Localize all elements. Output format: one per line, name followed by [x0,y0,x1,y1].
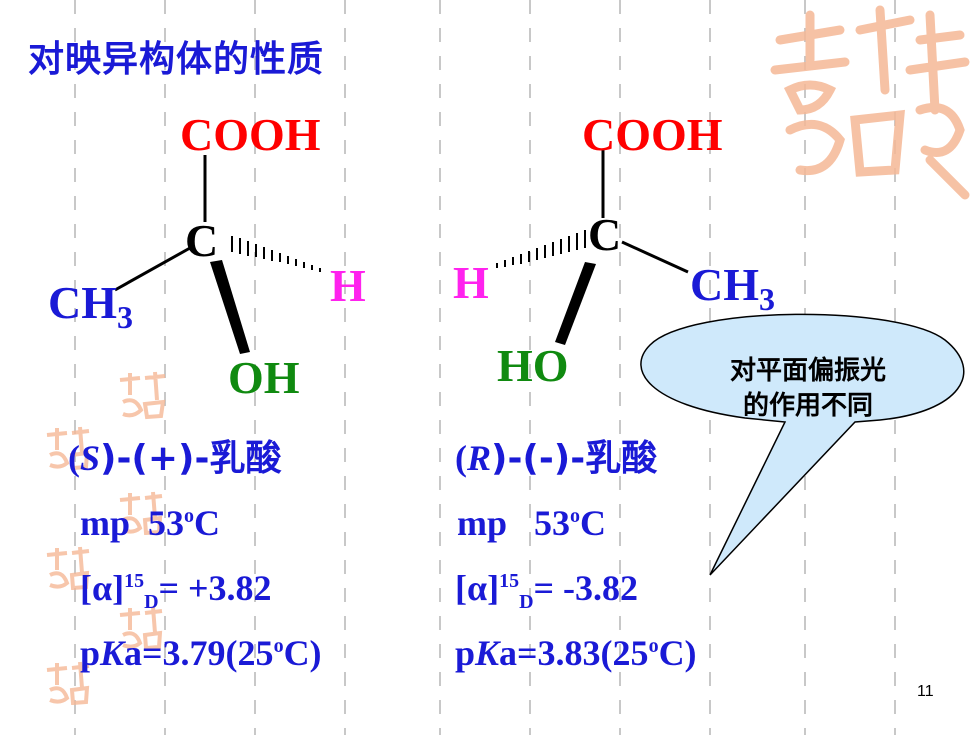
left-melting-point: mp 53oC [80,503,221,543]
small-stamp-icon [119,606,163,650]
right-h-label: H [453,257,489,308]
callout-bubble [640,313,965,576]
left-ch3-label: CH3 [48,277,133,335]
right-carbon-label: C [588,209,622,260]
right-ch3-label: CH3 [690,259,775,317]
callout-line-1: 对平面偏振光 [729,356,886,386]
right-ho-label: HO [497,340,569,391]
left-compound-name: (S)-(+)-乳酸 [68,438,282,479]
left-cooh-label: COOH [180,109,321,160]
left-hashed-bond [231,236,321,272]
small-stamp-icon [119,491,163,535]
page-number: 11 [917,683,934,700]
right-optical-rotation: [α]15D= -3.82 [455,568,639,614]
right-melting-point: mp 53oC [457,503,607,543]
small-stamp-icon [119,371,166,420]
left-bond-ch3 [114,246,191,292]
small-stamp-icon [46,546,90,590]
right-wedge-bond [555,262,596,345]
right-pka: pKa=3.83(25oC) [455,633,697,673]
left-wedge-bond [210,260,250,354]
right-bond-ch3 [621,240,689,274]
small-stamp-icon [46,426,90,470]
callout-text: 对平面偏振光 的作用不同 [658,354,958,424]
callout-line-2: 的作用不同 [742,391,873,422]
right-hashed-bond [496,230,586,268]
left-oh-label: OH [228,352,300,403]
calligraphy-stamp-icon [770,5,970,200]
right-compound-name: (R)-(-)-乳酸 [455,438,658,479]
small-stamp-icon [46,661,90,705]
slide-title: 对映异构体的性质 [28,39,325,80]
left-h-label: H [330,260,366,311]
left-carbon-label: C [185,215,219,266]
left-optical-rotation: [α]15D= +3.82 [80,568,272,614]
right-cooh-label: COOH [582,109,723,160]
left-pka: pKa=3.79(25oC) [80,633,322,673]
